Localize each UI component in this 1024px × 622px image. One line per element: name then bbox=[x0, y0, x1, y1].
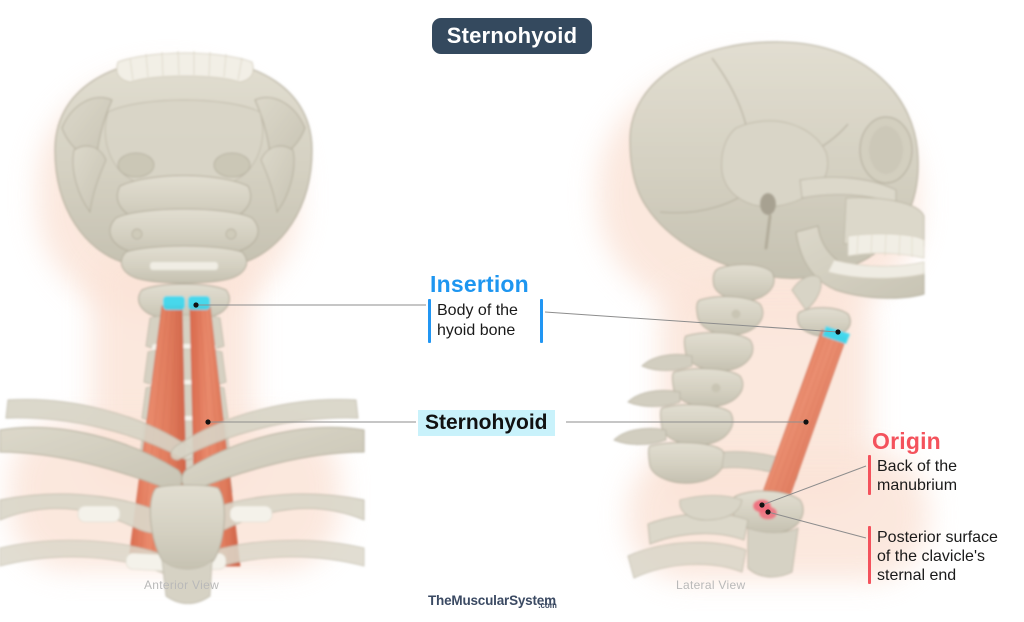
page-title: Sternohyoid bbox=[432, 18, 592, 54]
origin-text-line-2: manubrium bbox=[877, 477, 958, 494]
anterior-view-group bbox=[0, 50, 365, 604]
muscle-name-label: Sternohyoid bbox=[418, 410, 555, 436]
sternohyoid-muscle-lateral bbox=[757, 329, 847, 513]
origin-marker-clavicle bbox=[759, 506, 777, 520]
insertion-marker-anterior-left bbox=[163, 296, 185, 310]
origin-bar-1 bbox=[868, 455, 871, 495]
origin2-text-line-1: Posterior surface bbox=[877, 529, 998, 546]
insertion-bar-right bbox=[540, 299, 543, 343]
origin-heading: Origin bbox=[872, 428, 941, 454]
caption-lateral-view: Lateral View bbox=[676, 578, 746, 592]
lateral-view-group bbox=[613, 41, 925, 579]
caption-anterior-view: Anterior View bbox=[144, 578, 220, 592]
insertion-text-line-1: Body of the bbox=[437, 302, 518, 319]
watermark-tld: .com bbox=[538, 601, 557, 610]
muscle-name-text: Sternohyoid bbox=[425, 411, 548, 434]
watermark: TheMuscularSystem .com bbox=[428, 592, 557, 610]
origin-text-line-1: Back of the bbox=[877, 458, 958, 475]
insertion-bar-left bbox=[428, 299, 431, 343]
watermark-name: TheMuscularSystem bbox=[428, 593, 556, 608]
origin2-text-line-2: of the clavicle's bbox=[877, 548, 985, 565]
insertion-marker-anterior-right bbox=[188, 296, 210, 310]
insertion-heading: Insertion bbox=[430, 271, 529, 297]
insertion-text-line-2: hyoid bone bbox=[437, 322, 516, 339]
page-title-text: Sternohyoid bbox=[446, 23, 578, 48]
origin2-text-line-3: sternal end bbox=[877, 567, 957, 584]
origin-bar-2 bbox=[868, 526, 871, 584]
